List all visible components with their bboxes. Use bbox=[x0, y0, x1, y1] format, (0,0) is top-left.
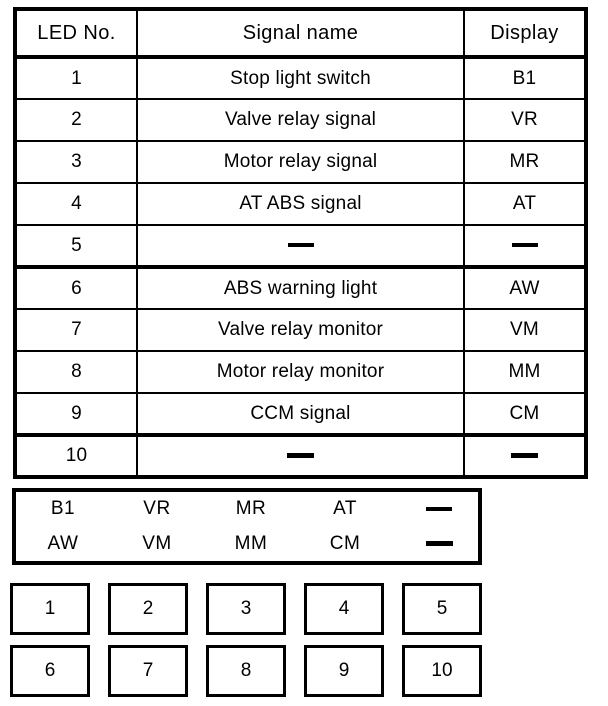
cell-led-no: 6 bbox=[14, 265, 138, 310]
cell-led-no: 1 bbox=[14, 56, 138, 100]
cell-led-no: 3 bbox=[14, 140, 138, 184]
cell-display-code: CM bbox=[463, 392, 587, 436]
cell-led-no: 10 bbox=[14, 433, 138, 478]
led-box: 9 bbox=[304, 645, 384, 697]
cell-signal-name: ABS warning light bbox=[136, 265, 465, 310]
cell-display-code: B1 bbox=[463, 56, 587, 100]
led-box: 6 bbox=[10, 645, 90, 697]
cell-display-code: MR bbox=[463, 140, 587, 184]
display-code-panel: B1 VR MR AT AW VM MM CM bbox=[12, 488, 482, 565]
led-box: 10 bbox=[402, 645, 482, 697]
cell-led-no: 9 bbox=[14, 392, 138, 436]
column-header-signal-name: Signal name bbox=[136, 8, 465, 59]
display-code-cell: MR bbox=[235, 498, 267, 520]
display-code-cell: VR bbox=[143, 498, 171, 520]
table-header-row: LED No. Signal name Display bbox=[14, 8, 587, 59]
cell-signal-name: Motor relay signal bbox=[136, 140, 465, 184]
cell-signal-name: Valve relay signal bbox=[136, 98, 465, 142]
led-box: 1 bbox=[10, 583, 90, 635]
led-box: 5 bbox=[402, 583, 482, 635]
display-code-cell: AW bbox=[47, 532, 79, 554]
cell-signal-name bbox=[136, 224, 465, 268]
display-code-cell: VM bbox=[142, 532, 172, 554]
cell-display-code: AT bbox=[463, 182, 587, 226]
cell-display-code: VM bbox=[463, 308, 587, 352]
display-code-cell bbox=[392, 498, 486, 520]
table-row: 10 bbox=[14, 433, 587, 478]
dash-icon bbox=[287, 453, 314, 459]
dash-icon bbox=[511, 453, 538, 459]
cell-signal-name: AT ABS signal bbox=[136, 182, 465, 226]
led-box: 4 bbox=[304, 583, 384, 635]
display-code-cell: AT bbox=[333, 498, 357, 520]
cell-led-no: 2 bbox=[14, 98, 138, 142]
cell-display-code: AW bbox=[463, 265, 587, 310]
code-row-bottom: AW VM MM CM bbox=[16, 527, 478, 562]
dash-icon bbox=[425, 541, 453, 547]
cell-signal-name: Motor relay monitor bbox=[136, 350, 465, 394]
cell-display-code: MM bbox=[463, 350, 587, 394]
cell-led-no: 5 bbox=[14, 224, 138, 268]
cell-signal-name: Valve relay monitor bbox=[136, 308, 465, 352]
table-header: LED No. Signal name Display bbox=[14, 8, 587, 59]
table-row: 5 bbox=[14, 224, 587, 268]
display-code-cell: CM bbox=[329, 532, 361, 554]
dash-icon bbox=[426, 507, 452, 512]
display-code-cell bbox=[392, 533, 486, 555]
dash-icon bbox=[287, 243, 314, 248]
cell-led-no: 8 bbox=[14, 350, 138, 394]
display-code-cell: B1 bbox=[50, 498, 76, 520]
cell-signal-name: Stop light switch bbox=[136, 56, 465, 100]
cell-signal-name bbox=[136, 433, 465, 478]
cell-led-no: 7 bbox=[14, 308, 138, 352]
cell-display-code bbox=[463, 433, 587, 478]
led-box: 2 bbox=[108, 583, 188, 635]
display-code-cell: MM bbox=[234, 532, 268, 554]
column-header-display: Display bbox=[463, 8, 587, 59]
code-row-top: B1 VR MR AT bbox=[16, 492, 478, 527]
column-header-led-no: LED No. bbox=[14, 8, 138, 59]
led-box: 7 bbox=[108, 645, 188, 697]
cell-display-code bbox=[463, 224, 587, 268]
led-box: 3 bbox=[206, 583, 286, 635]
cell-led-no: 4 bbox=[14, 182, 138, 226]
led-box: 8 bbox=[206, 645, 286, 697]
cell-signal-name: CCM signal bbox=[136, 392, 465, 436]
cell-display-code: VR bbox=[463, 98, 587, 142]
dash-icon bbox=[511, 243, 538, 248]
